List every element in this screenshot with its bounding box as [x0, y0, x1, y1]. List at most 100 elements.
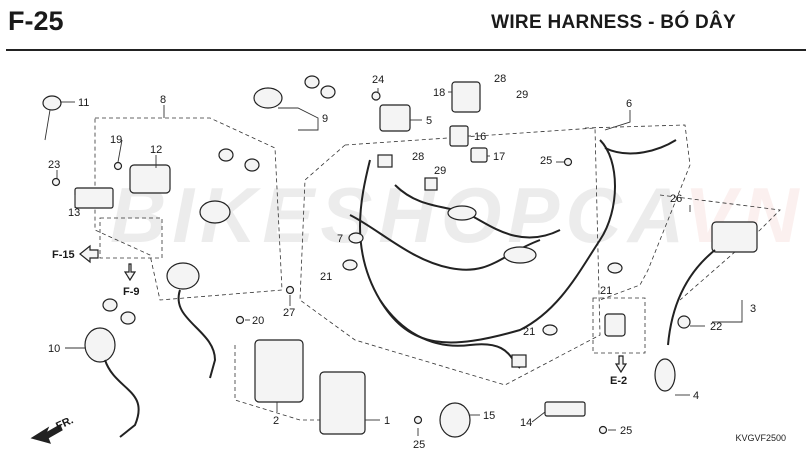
- part-e2-sensor: [604, 313, 626, 337]
- part-14-bracket: [544, 401, 586, 417]
- part-8-lock: [199, 200, 231, 224]
- callout-27: 27: [283, 307, 295, 319]
- callout-25-bottom-left: 25: [413, 439, 425, 451]
- arrow-e2: [614, 355, 628, 374]
- group-outline-e2: [592, 297, 646, 354]
- part-20-bolt: [235, 315, 245, 325]
- callout-28-mid: 28: [412, 151, 424, 163]
- callout-16: 16: [474, 131, 486, 143]
- part-11-key: [42, 95, 62, 111]
- ref-f15: F-15: [52, 249, 75, 261]
- part-25-bolt-c: [598, 425, 608, 435]
- part-25-bolt-b: [413, 415, 423, 425]
- harness-branch-wire-a: [379, 299, 521, 369]
- leader-14: [531, 411, 546, 423]
- part-19-bolt: [113, 161, 123, 171]
- part-8-key-a: [218, 148, 234, 162]
- harness-connector-tube-a: [447, 205, 477, 221]
- callout-10: 10: [48, 343, 60, 355]
- part-22-clip: [677, 315, 691, 329]
- leader-9: [278, 107, 319, 131]
- callout-11: 11: [78, 97, 89, 109]
- ref-f9: F-9: [123, 286, 140, 298]
- callout-1: 1: [384, 415, 390, 427]
- part-9-key-b: [304, 75, 320, 89]
- callout-23: 23: [48, 159, 60, 171]
- group-outline-6: [584, 124, 691, 301]
- harness-coupler-c: [424, 177, 438, 191]
- callout-17: 17: [493, 151, 505, 163]
- arrow-front: [30, 424, 63, 444]
- part-26-ignition-coil: [711, 221, 758, 253]
- leader-3: [712, 300, 743, 323]
- callout-26: 26: [670, 193, 682, 205]
- callout-3: 3: [750, 303, 756, 315]
- part-1-cover: [319, 371, 366, 435]
- part-9-key-c: [320, 85, 336, 99]
- part-18-relay: [451, 81, 481, 113]
- ref-front-direction: FR.: [54, 414, 75, 432]
- harness-connector-tube-b: [503, 246, 537, 264]
- page-title: WIRE HARNESS - BÓ DÂY: [491, 12, 736, 33]
- part-24-bolt: [371, 91, 381, 101]
- harness-main-wire: [359, 139, 616, 344]
- part-5-relay: [379, 104, 411, 132]
- part-21-clip-c: [607, 262, 623, 274]
- callout-8: 8: [160, 94, 166, 106]
- part-13-bracket: [74, 187, 114, 209]
- part-27-bolt: [285, 285, 295, 295]
- part-10-key-b: [120, 311, 136, 325]
- part-10-seat-lock: [84, 327, 116, 363]
- part-3-plug-wire: [667, 249, 716, 346]
- part-11-key-blade: [44, 109, 51, 141]
- callout-24: 24: [372, 74, 384, 86]
- leader-6: [604, 110, 631, 131]
- part-27-lock-cable: [177, 289, 217, 379]
- part-17-connector: [470, 147, 488, 163]
- callout-4: 4: [693, 390, 699, 402]
- page-header: F-25 WIRE HARNESS - BÓ DÂY: [0, 0, 812, 52]
- ref-e2: E-2: [610, 375, 627, 387]
- callout-5: 5: [426, 115, 432, 127]
- callout-25-bottom-right: 25: [620, 425, 632, 437]
- callout-15: 15: [483, 410, 495, 422]
- part-12-switch-body: [129, 164, 171, 194]
- part-10-key-a: [102, 298, 118, 312]
- callout-2: 2: [273, 415, 279, 427]
- header-divider: [6, 49, 806, 51]
- callout-21-center: 21: [523, 326, 535, 338]
- part-23-bolt: [51, 177, 61, 187]
- part-6-sub-harness: [604, 139, 677, 155]
- part-21-clip-b: [542, 324, 558, 336]
- group-outline-8: [94, 117, 283, 301]
- callout-19: 19: [110, 134, 122, 146]
- callout-18: 18: [433, 87, 445, 99]
- part-27-lock-cylinder: [166, 262, 200, 290]
- callout-7: 7: [337, 233, 343, 245]
- part-8-key-b: [244, 158, 260, 172]
- callout-9: 9: [322, 113, 328, 125]
- callout-28-top: 28: [494, 73, 506, 85]
- group-outline-26: [659, 194, 781, 301]
- part-10-lock-cable: [104, 359, 140, 438]
- callout-6: 6: [626, 98, 632, 110]
- part-7-clip: [348, 232, 364, 244]
- group-outline-f15: [99, 217, 163, 259]
- callout-21-right: 21: [600, 285, 612, 297]
- callout-13: 13: [68, 207, 80, 219]
- part-4-plug-cap: [654, 358, 676, 392]
- part-15-horn: [439, 402, 471, 438]
- part-25-bolt-a: [563, 157, 573, 167]
- part-16-relay: [449, 125, 469, 147]
- section-code: F-25: [8, 6, 64, 36]
- arrow-f9: [123, 263, 137, 282]
- callout-29-top: 29: [516, 89, 528, 101]
- callout-12: 12: [150, 144, 162, 156]
- part-2-control-unit: [254, 339, 304, 403]
- harness-branch-wire-b: [394, 184, 561, 239]
- callout-29-mid: 29: [434, 165, 446, 177]
- callout-14: 14: [520, 417, 532, 429]
- callout-25-top: 25: [540, 155, 552, 167]
- part-21-clip-a: [342, 259, 358, 271]
